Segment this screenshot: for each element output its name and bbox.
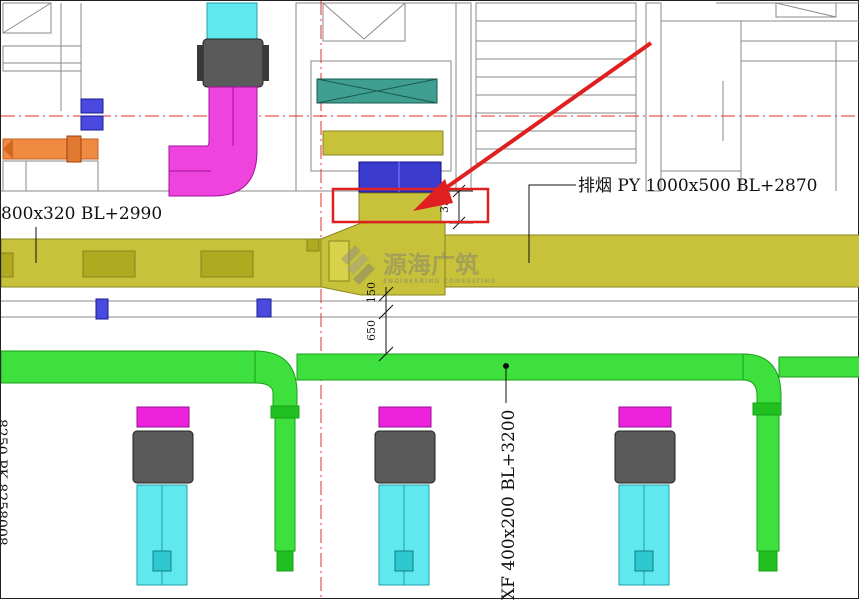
dimension-150: 150 bbox=[365, 282, 378, 303]
teal-unit bbox=[316, 78, 438, 104]
watermark: 源海广筑 ENGINEERING CONSULTING bbox=[341, 245, 496, 285]
blue-unit-center bbox=[358, 161, 442, 193]
dimension-650: 650 bbox=[365, 320, 378, 341]
highlight-box bbox=[331, 187, 490, 224]
watermark-tagline: ENGINEERING CONSULTING bbox=[383, 278, 496, 285]
green-duct-system bbox=[1, 350, 859, 572]
left-vertical-partial-label: 8250 PK 8258008 bbox=[1, 419, 9, 546]
watermark-brand: 源海广筑 bbox=[383, 251, 479, 279]
fan-assembly-3 bbox=[614, 406, 676, 586]
left-duct-label: 800x320 BL+2990 bbox=[1, 204, 162, 224]
blue-dampers bbox=[80, 98, 272, 320]
orange-duct bbox=[2, 135, 99, 163]
yellow-upper-box bbox=[322, 130, 444, 156]
fan-assembly-1 bbox=[132, 406, 194, 586]
watermark-logo-icon bbox=[341, 245, 375, 285]
yellow-main-duct bbox=[1, 192, 859, 296]
red-arrow-icon bbox=[413, 41, 653, 211]
top-fan-assembly bbox=[168, 2, 269, 197]
leader-dot bbox=[503, 363, 509, 369]
vertical-duct-label: XF 400x200 BL+3200 bbox=[499, 410, 519, 600]
leader-lines bbox=[35, 184, 576, 403]
fan-assembly-2 bbox=[374, 406, 436, 586]
smoke-exhaust-label: 排烟 PY 1000x500 BL+2870 bbox=[578, 176, 817, 196]
